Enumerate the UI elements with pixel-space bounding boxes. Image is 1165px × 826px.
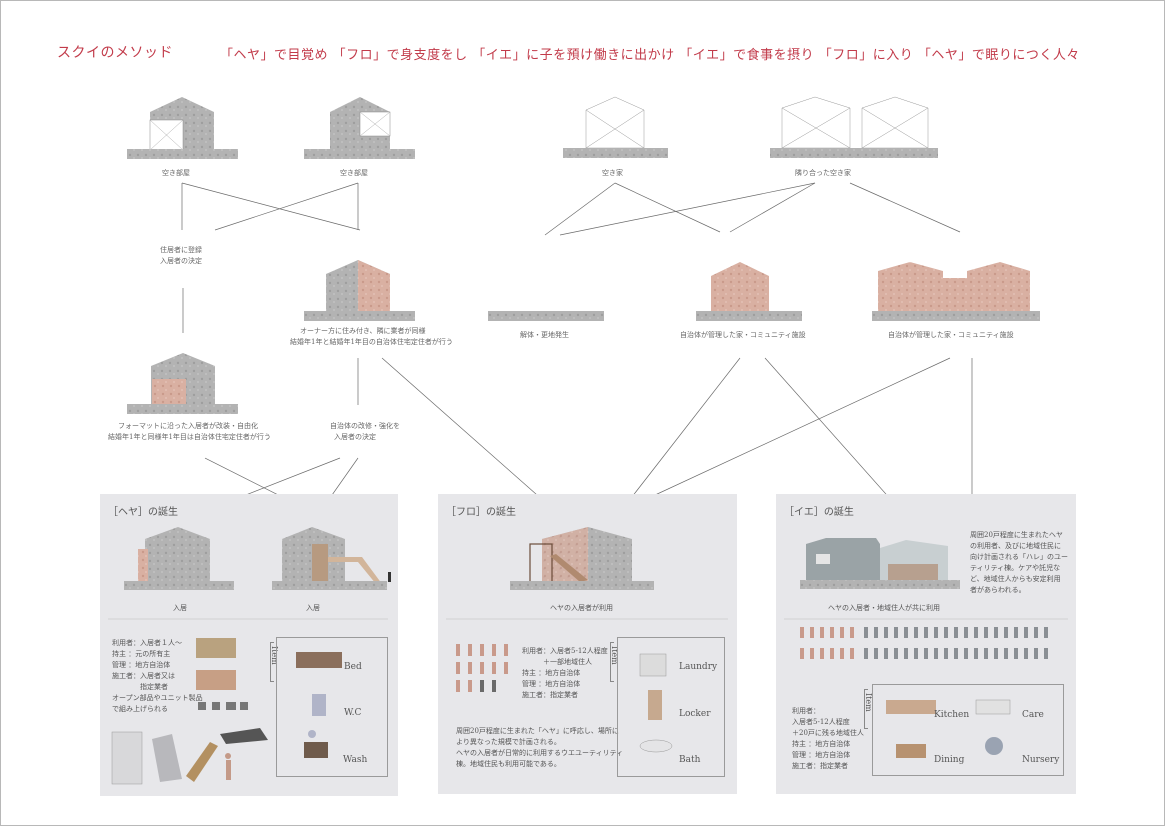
item-tag: Item bbox=[270, 646, 279, 665]
mid-room bbox=[304, 260, 415, 321]
item-tag: Item bbox=[864, 693, 873, 712]
info-line: 施工者：指定業者 bbox=[522, 691, 578, 699]
item-bed: Bed bbox=[344, 662, 362, 672]
desc-line: 周囲20戸程度に生まれたヘヤ bbox=[970, 531, 1063, 539]
caption-2: 入居 bbox=[306, 604, 320, 612]
mid-house-1 bbox=[696, 262, 802, 321]
people-grid bbox=[456, 644, 508, 692]
label-mid-house1: 自治体が管理した家・コミュニティ施設 bbox=[680, 331, 806, 339]
item-wc: W.C bbox=[344, 708, 362, 718]
label-low-room-2: 結婚年1年と同様年1年目は自治体住宅定住者が行う bbox=[108, 433, 271, 441]
top-adjacent-houses bbox=[770, 96, 938, 158]
info-line: オープン部品やユニット製品 bbox=[112, 694, 203, 702]
label-mid-left-1: 住居者に登録 bbox=[160, 246, 202, 254]
desc-line: 者があらわれる。 bbox=[970, 586, 1026, 594]
label-top3: 空き家 bbox=[602, 169, 623, 177]
desc-line: 向け計画される「ハレ」のユー bbox=[970, 553, 1068, 561]
info-line: 持主 ：地方自治体 bbox=[792, 740, 851, 748]
item-wash: Wash bbox=[343, 755, 368, 765]
desc-line: 周囲20戸程度に生まれた「ヘヤ」に呼応し、場所に bbox=[456, 727, 619, 735]
connection-lines bbox=[181, 182, 973, 516]
item-laundry: Laundry bbox=[679, 662, 718, 672]
info-line: ＋一部地域住人 bbox=[522, 658, 592, 666]
label-low-text-1: 自治体の改修・強化を bbox=[330, 422, 400, 430]
info-line: 持主 ：地方自治体 bbox=[522, 669, 581, 677]
info-line: 施工者：入居者又は bbox=[112, 672, 175, 680]
top-empty-room-1 bbox=[127, 97, 238, 159]
label-mid-room-2: 結婚年1年と結婚年1年目の自治体住宅定住者が行う bbox=[290, 338, 453, 346]
label-mid-room-1: オーナー方に住み付き、隣に業者が同様 bbox=[300, 327, 426, 335]
item-bracket bbox=[270, 642, 274, 682]
low-room bbox=[127, 353, 238, 414]
panel-ie: ［イエ］の誕生 ヘヤの入居者・地域住人が共に利用 周囲20戸程度に生まれたヘヤ bbox=[776, 494, 1076, 794]
info-line: 指定業者 bbox=[112, 683, 168, 691]
label-low-text-2: 入居者の決定 bbox=[334, 433, 376, 441]
info-line: 管理 ：地方自治体 bbox=[112, 661, 171, 669]
furo-illustrations bbox=[446, 527, 728, 753]
page-title: スクイのメソッド bbox=[57, 45, 173, 61]
label-top4: 隣り合った空き家 bbox=[795, 169, 851, 177]
caption: ヘヤの入居者・地域住人が共に利用 bbox=[828, 604, 940, 612]
desc-line: 棟。地域住民も利用可能である。 bbox=[456, 760, 561, 768]
item-bracket bbox=[610, 642, 614, 682]
label-mid-house2: 自治体が管理した家・コミュニティ施設 bbox=[888, 331, 1014, 339]
caption: ヘヤの入居者が利用 bbox=[550, 604, 613, 612]
label-top2: 空き部屋 bbox=[340, 169, 368, 177]
item-bath: Bath bbox=[679, 755, 701, 765]
desc-line: ヘヤの入居者が日常的に利用するウエユーティリティ bbox=[456, 749, 624, 757]
label-low-room-1: フォーマットに沿った入居者が改装・自由化 bbox=[118, 422, 258, 430]
label-top1: 空き部屋 bbox=[162, 169, 190, 177]
ie-illustrations bbox=[784, 538, 1068, 758]
desc-line: ど、地域住人からも安定利用 bbox=[970, 575, 1061, 583]
item-kitchen: Kitchen bbox=[934, 710, 970, 720]
item-bracket bbox=[864, 689, 868, 729]
info-line: 持主 ：元の所有主 bbox=[112, 650, 171, 658]
mid-flat-ground bbox=[488, 311, 604, 321]
item-tag: Item bbox=[610, 646, 619, 665]
label-mid-flat: 解体・更地発生 bbox=[520, 331, 569, 339]
panel-title: ［イエ］の誕生 bbox=[784, 507, 854, 518]
info-line: 入居者5-12人程度 bbox=[792, 718, 850, 726]
info-line: 利用者： bbox=[792, 707, 820, 715]
info-line: 利用者：入居者１人～ bbox=[112, 639, 182, 647]
desc-line: ティリティ棟。ケアや託児な bbox=[970, 564, 1061, 572]
panel-title: ［ヘヤ］の誕生 bbox=[108, 507, 178, 518]
info-line: 施工者：指定業者 bbox=[792, 762, 848, 770]
top-empty-room-2 bbox=[304, 97, 415, 159]
desc-line: の利用者、及びに地域住民に bbox=[970, 542, 1061, 550]
caption-1: 入居 bbox=[173, 604, 187, 612]
item-box bbox=[872, 684, 1064, 776]
mid-house-2 bbox=[872, 262, 1040, 321]
info-line: で組み上げられる bbox=[112, 705, 168, 713]
item-locker: Locker bbox=[679, 709, 711, 719]
panel-title: ［フロ］の誕生 bbox=[446, 507, 516, 518]
desc-line: より異なった規模で計画される。 bbox=[456, 738, 561, 746]
panel-furo: ［フロ］の誕生 ヘヤの入居者が利用 利用者：入居者5-12人程度 ＋一部地域住人… bbox=[438, 494, 737, 794]
item-box bbox=[617, 637, 725, 777]
info-line: 管理 ：地方自治体 bbox=[792, 751, 851, 759]
panel-heya: ［ヘヤ］の誕生 入居 入居 利用者：入居者１人～ 持主 ：元の所有主 管理 ：地… bbox=[100, 494, 398, 796]
item-box bbox=[276, 637, 388, 777]
label-mid-left-2: 入居者の決定 bbox=[160, 257, 202, 265]
info-line: ＋20戸に残る地域住人 bbox=[792, 729, 864, 737]
info-line: 利用者：入居者5-12人程度 bbox=[522, 647, 608, 655]
page-slogan: 「ヘヤ」で目覚め 「フロ」で身支度をし 「イエ」に子を預け働きに出かけ 「イエ」… bbox=[220, 48, 1080, 63]
item-dining: Dining bbox=[934, 755, 965, 765]
item-care: Care bbox=[1022, 710, 1044, 720]
heya-illustrations bbox=[108, 527, 391, 785]
info-line: 管理 ：地方自治体 bbox=[522, 680, 581, 688]
people-grid bbox=[800, 627, 1048, 659]
item-nursery: Nursery bbox=[1022, 755, 1060, 765]
top-empty-house bbox=[563, 96, 668, 158]
